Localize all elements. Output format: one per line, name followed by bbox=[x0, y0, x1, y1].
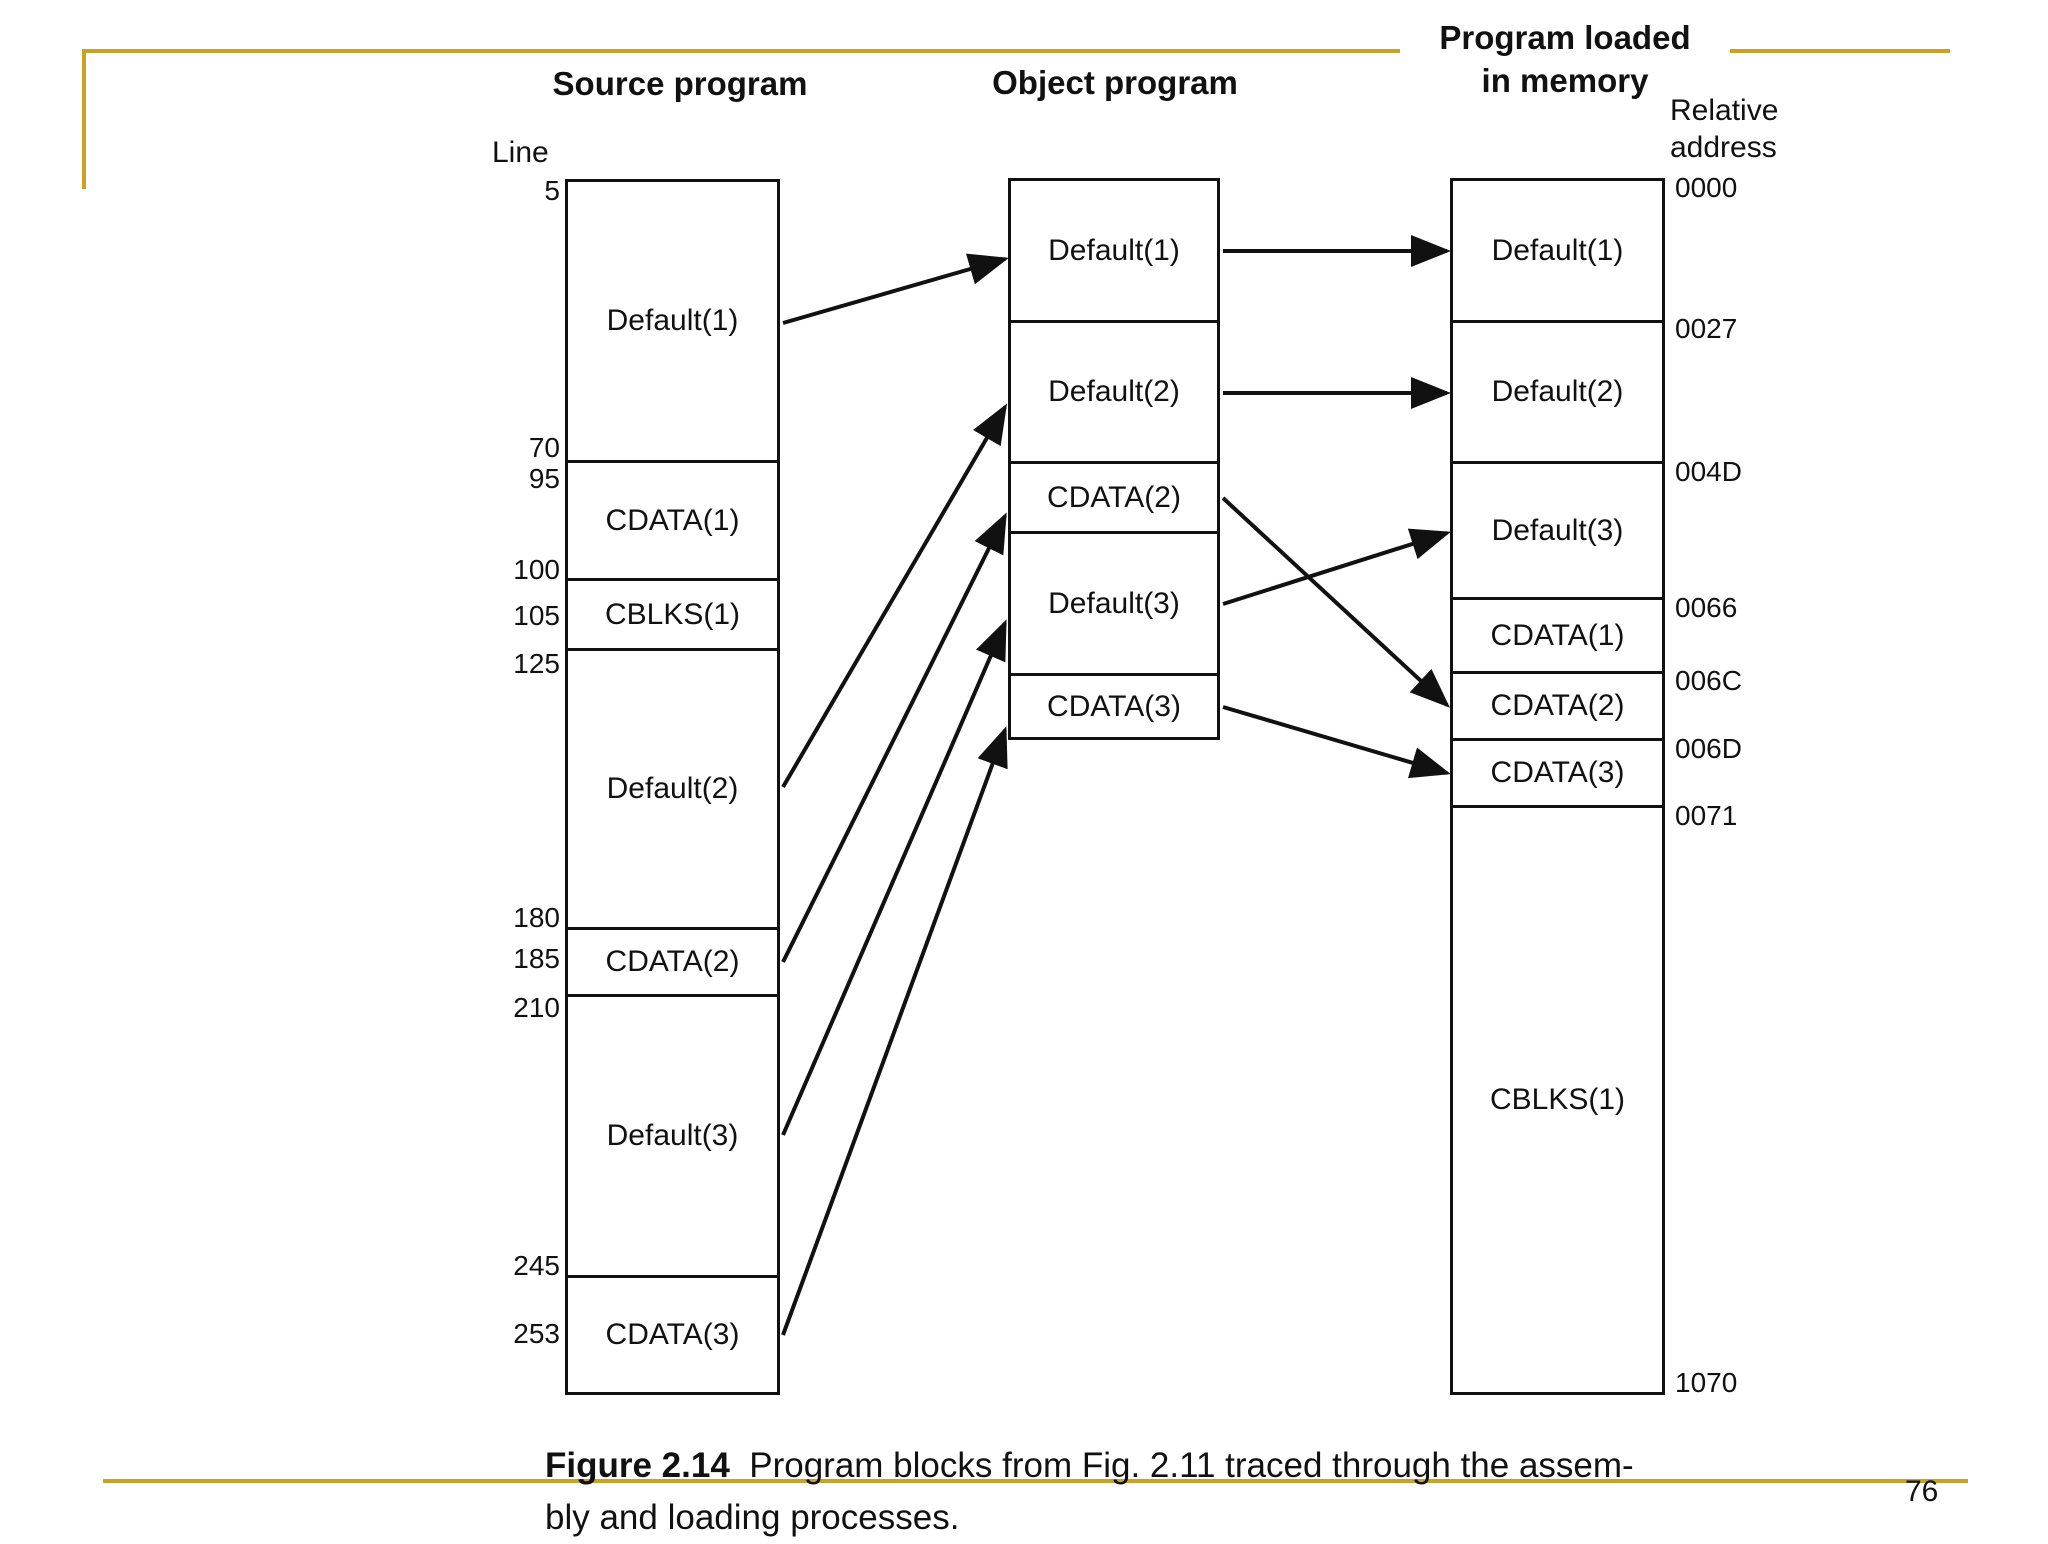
object-block-label: CDATA(3) bbox=[1047, 689, 1181, 723]
object-block-label: Default(3) bbox=[1048, 586, 1180, 620]
line-number: 185 bbox=[513, 943, 560, 974]
arrow-object-cdata3-to-memory bbox=[1222, 705, 1451, 779]
memory-block: CDATA(1) bbox=[1450, 597, 1665, 674]
memory-header-line1: Program loaded bbox=[1400, 17, 1730, 59]
relative-address: 0027 bbox=[1675, 313, 1738, 344]
line-number: 105 bbox=[513, 600, 560, 631]
memory-header-line2: in memory bbox=[1481, 62, 1649, 99]
line-number: 70 bbox=[528, 432, 560, 463]
memory-block-label: Default(1) bbox=[1491, 233, 1624, 267]
memory-block-label: Default(2) bbox=[1491, 375, 1624, 408]
caption-line2: bly and loading processes. bbox=[545, 1498, 960, 1537]
source-block-label: CDATA(2) bbox=[605, 945, 740, 978]
source-block-label: CDATA(3) bbox=[605, 1318, 740, 1351]
relative-label-line1: Relative bbox=[1670, 94, 1779, 127]
line-number: 245 bbox=[513, 1250, 560, 1281]
object-block-label: CDATA(2) bbox=[1047, 480, 1181, 514]
arrow-object-cdata2-to-memory bbox=[1221, 496, 1450, 708]
relative-address: 0066 bbox=[1675, 592, 1738, 623]
memory-block: CBLKS(1) bbox=[1450, 805, 1665, 1395]
object-block: CDATA(3) bbox=[1008, 673, 1220, 740]
caption-line1: Program blocks from Fig. 2.11 traced thr… bbox=[749, 1446, 1634, 1485]
arrow-source-cdata3-to-object bbox=[781, 726, 1008, 1336]
memory-block-label: CDATA(3) bbox=[1490, 756, 1625, 789]
memory-block-label: CBLKS(1) bbox=[1489, 1083, 1626, 1116]
object-block-label: Default(2) bbox=[1048, 375, 1180, 408]
arrow-source-cdata2-to-object bbox=[781, 512, 1007, 963]
relative-address: 006D bbox=[1675, 733, 1742, 764]
source-block: CDATA(2) bbox=[565, 927, 780, 997]
line-number: 253 bbox=[513, 1318, 560, 1349]
memory-block-label: Default(3) bbox=[1491, 513, 1624, 547]
source-block: Default(3) bbox=[565, 994, 780, 1278]
source-block-label: CDATA(1) bbox=[605, 503, 740, 537]
line-number: 5 bbox=[544, 175, 560, 206]
source-program-header: Source program bbox=[552, 65, 808, 102]
source-block: CBLKS(1) bbox=[565, 578, 780, 651]
line-number: 100 bbox=[513, 554, 560, 585]
source-block: Default(2) bbox=[565, 648, 780, 930]
figure-number: Figure 2.14 bbox=[545, 1446, 730, 1485]
accent-line-bottom bbox=[103, 1479, 1968, 1483]
line-number: 95 bbox=[528, 463, 560, 494]
source-block: CDATA(3) bbox=[565, 1275, 780, 1395]
relative-address: 0071 bbox=[1675, 800, 1738, 831]
accent-line-left bbox=[82, 49, 86, 189]
relative-address: 1070 bbox=[1675, 1367, 1738, 1398]
relative-address: 006C bbox=[1675, 665, 1742, 696]
line-number: 125 bbox=[513, 648, 560, 679]
memory-block-label: CDATA(1) bbox=[1490, 618, 1625, 652]
source-block-label: Default(3) bbox=[606, 1119, 739, 1152]
figure-caption: Figure 2.14 Program blocks from Fig. 2.1… bbox=[545, 1440, 1845, 1544]
memory-block: Default(2) bbox=[1450, 320, 1665, 464]
arrow-source-default1-to-object bbox=[782, 253, 1009, 325]
source-block-label: CBLKS(1) bbox=[604, 597, 741, 631]
relative-address: 0000 bbox=[1675, 172, 1738, 203]
arrow-source-default2-to-object bbox=[781, 403, 1008, 789]
line-number: 180 bbox=[513, 902, 560, 933]
source-block: CDATA(1) bbox=[565, 460, 780, 581]
memory-block: CDATA(3) bbox=[1450, 738, 1665, 808]
line-number: 210 bbox=[513, 992, 560, 1023]
relative-address: 004D bbox=[1675, 456, 1742, 487]
page-number: 76 bbox=[1905, 1475, 1939, 1508]
arrow-object-default3-to-memory bbox=[1222, 528, 1451, 606]
source-block-label: Default(2) bbox=[606, 772, 739, 805]
object-program-header: Object program bbox=[992, 64, 1238, 101]
line-label: Line bbox=[492, 136, 549, 169]
source-block-label: Default(1) bbox=[606, 304, 739, 337]
arrow-source-default3-to-object bbox=[781, 619, 1007, 1136]
memory-block-label: CDATA(2) bbox=[1490, 689, 1625, 722]
object-block-label: Default(1) bbox=[1048, 233, 1180, 267]
accent-line-top bbox=[82, 49, 1950, 53]
relative-label-line2: address bbox=[1670, 131, 1777, 164]
